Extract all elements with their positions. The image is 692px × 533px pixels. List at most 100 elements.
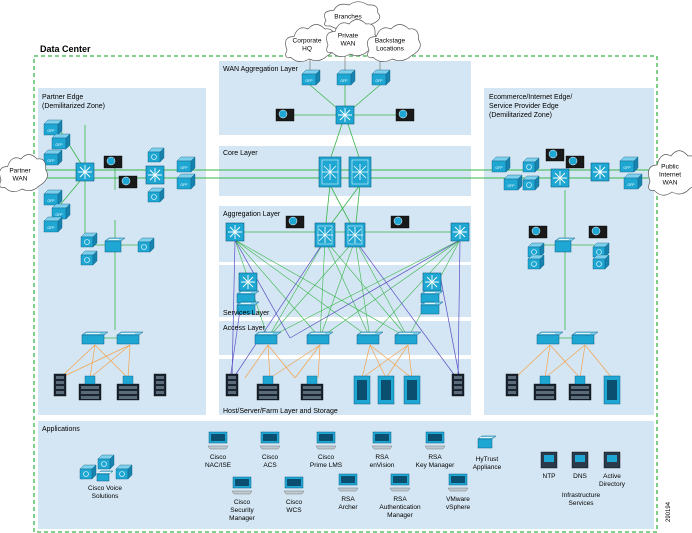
agg-access-link: [267, 239, 461, 339]
agg-access-link: [369, 239, 461, 339]
application-label: Solutions: [92, 493, 119, 500]
gfp-label: GFP: [340, 79, 348, 83]
host-bladecenter: [256, 375, 280, 401]
cloud-label: Internet: [659, 172, 681, 179]
management-workstation-icon: [315, 431, 337, 450]
partner-appliance: [147, 187, 165, 203]
partner-gfp-device: GFP: [43, 119, 63, 136]
application-label: VMware: [446, 496, 470, 503]
aggregation-layer-label: Aggregation Layer: [223, 211, 281, 218]
application-label: Security: [230, 507, 254, 514]
ecom-host-link: [514, 344, 551, 379]
gfp-label: GFP: [55, 143, 63, 147]
gfp-label: GFP: [47, 199, 55, 203]
host-storage: [403, 375, 421, 405]
partner-host-link: [59, 344, 96, 379]
host-storage: [353, 375, 371, 405]
wan-aggregation-layer-label: WAN Aggregation Layer: [223, 66, 299, 73]
ecom-switch: [554, 237, 576, 253]
hytrust-appliance-icon: [477, 435, 497, 449]
ecom-storage: [603, 375, 621, 405]
application-label: RSA: [393, 496, 407, 503]
partner-host-link: [59, 344, 131, 379]
ecom-firewall: [528, 225, 548, 239]
cloud-label: Backstage: [375, 38, 406, 45]
ecom-appliance: [527, 242, 545, 258]
partner-gfp-device: GFP: [43, 216, 63, 233]
access-switch: [356, 331, 384, 345]
infrastructure-server-icon: [603, 451, 621, 469]
partner-appliance: [80, 250, 98, 266]
ecom-bladecenter: [568, 375, 592, 401]
data-center-title: Data Center: [40, 44, 91, 54]
partner-router: [145, 165, 165, 185]
wan-gfp-device: GFP: [301, 69, 321, 86]
infrastructure-title: Services: [569, 500, 595, 507]
cloud-label: HQ: [302, 46, 312, 53]
aggregation-router: [225, 222, 245, 242]
ecommerce-edge-label-line-1: Ecommerce/Internet Edge/: [489, 94, 572, 101]
zone-backgrounds: [38, 61, 654, 529]
core-switch: [348, 156, 372, 188]
rsa-envision-icon: [371, 431, 393, 450]
host-layer-zone: [219, 359, 471, 415]
management-workstation-icon: [337, 473, 359, 492]
application-label: RSA: [341, 496, 355, 503]
management-workstation-icon: [207, 431, 229, 450]
agg-access-link: [324, 239, 409, 339]
partner-gfp-device: GFP: [43, 189, 63, 206]
cloud-label: Partner: [9, 168, 31, 175]
access-switch: [306, 331, 334, 345]
ecom-firewall: [545, 148, 565, 162]
infrastructure-server-icon: [571, 451, 589, 469]
ecom-appliance: [592, 254, 610, 270]
core-switch: [318, 156, 342, 188]
host-server: [451, 373, 465, 397]
access-host-link: [369, 344, 387, 379]
ecom-gfp-device: GFP: [491, 156, 511, 173]
application-label: Appliance: [473, 464, 502, 471]
cisco-voice-icon: [97, 454, 115, 470]
partner-appliance: [137, 237, 155, 253]
partner-access-switch: [81, 331, 109, 345]
application-label: Prime LMS: [310, 462, 343, 469]
storage-link: [289, 239, 461, 339]
host-layer-label: Host/Server/Farm Layer and Storage: [223, 408, 338, 415]
services-device: [236, 301, 260, 315]
agg-access-link: [319, 239, 326, 339]
ecom-gfp-device: GFP: [623, 173, 643, 190]
gfp-label: GFP: [47, 129, 55, 133]
application-label: Cisco: [262, 454, 279, 461]
ecom-host-link: [584, 344, 613, 379]
cloud-label: Branches: [334, 14, 362, 21]
partner-host-link: [89, 344, 96, 379]
access-host-link: [244, 344, 269, 379]
ecom-gfp-device: GFP: [503, 174, 523, 191]
partner-host-link: [127, 344, 131, 379]
storage-link: [439, 274, 461, 381]
aggregation-firewall: [390, 215, 410, 229]
partner-appliance: [80, 232, 98, 248]
ecom-host-link: [544, 344, 586, 379]
aggregation-switch: [344, 222, 366, 248]
ecommerce-edge-label-line-3: (Demilitarized Zone): [489, 112, 552, 119]
storage-link: [231, 239, 236, 381]
gfp-label: GFP: [47, 159, 55, 163]
gfp-label: GFP: [627, 183, 635, 187]
partner-host-link: [89, 344, 131, 379]
ecom-bladecenter: [533, 375, 557, 401]
cisco-voice-icon: [115, 464, 133, 480]
agg-access-link: [267, 239, 356, 339]
ecom-router: [550, 168, 570, 188]
wan-firewall: [395, 108, 415, 122]
agg-access-link: [234, 239, 409, 339]
ecom-access-switch: [536, 331, 564, 345]
application-label: Cisco: [318, 454, 335, 461]
partner-firewall: [118, 175, 138, 189]
access-host-link: [361, 344, 371, 379]
infrastructure-title: Infrastructure: [562, 492, 601, 499]
labels: Data Center Partner Edge (Demilitarized …: [40, 44, 672, 522]
